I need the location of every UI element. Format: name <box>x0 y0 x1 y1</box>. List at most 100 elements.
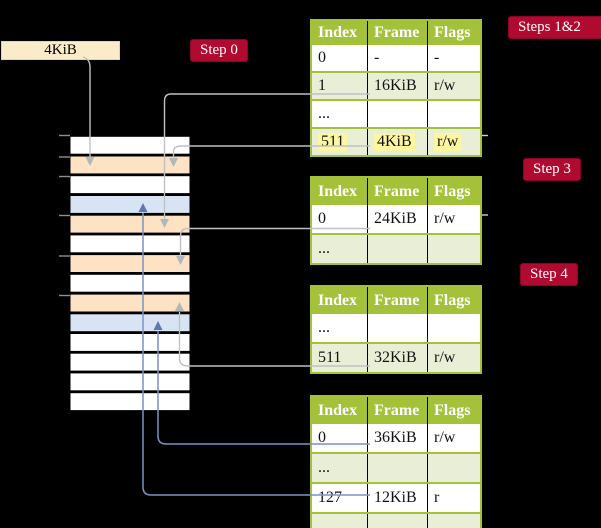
table-cell: 0 <box>318 49 326 66</box>
memory-frame-row-12 <box>69 352 191 372</box>
memory-frame-row-14 <box>69 392 191 412</box>
table-cell <box>427 314 480 342</box>
table-cell <box>367 514 427 528</box>
table-cell: r <box>427 484 480 512</box>
table-cell <box>367 454 427 482</box>
table-row: 0 -- <box>312 45 480 73</box>
table-row: ... <box>312 454 480 484</box>
table-row: ... <box>312 514 480 528</box>
step-0-badge: Step 0 <box>190 39 248 62</box>
column-header-frame: Frame <box>367 21 427 45</box>
table-cell <box>427 454 480 482</box>
table-cell: ... <box>318 459 330 476</box>
table-cell: 24KiB <box>367 205 427 233</box>
table-cell: 1 <box>318 77 326 94</box>
column-header-index: Index <box>318 24 358 41</box>
table-cell: ... <box>318 105 330 122</box>
table-cell: ... <box>318 319 330 336</box>
frame-size-label: 4KiB <box>1 41 120 60</box>
table-cell: ... <box>318 240 330 257</box>
memory-frame-row-11 <box>69 333 191 352</box>
memory-frame-row-2 <box>69 155 191 175</box>
arrowhead-mida-index0 <box>176 256 185 265</box>
table-cell: 36KiB <box>367 424 427 452</box>
arrowhead-4kib-label <box>85 157 95 166</box>
column-header-index: Index <box>318 291 358 309</box>
column-header-flags: Flags <box>427 21 480 45</box>
table-cell: - <box>367 45 427 71</box>
physical-memory-strip <box>69 135 191 412</box>
table-cell: 0 <box>318 429 326 446</box>
column-header-flags: Flags <box>427 178 480 205</box>
frame-boundary-ticks <box>59 134 70 297</box>
memory-frame-row-4 <box>69 195 191 214</box>
table-cell: 4KiB <box>367 129 427 155</box>
table-cell: r/w <box>427 73 480 99</box>
steps-1-2-badge: Steps 1&2 <box>508 16 601 39</box>
arrow-4kib-label-to-frame <box>82 56 91 157</box>
table-row: ... <box>312 235 480 263</box>
table-cell <box>367 235 427 263</box>
column-header-frame: Frame <box>367 397 427 424</box>
memory-frame-row-13 <box>69 372 191 392</box>
table-row: ... <box>312 314 480 344</box>
table-row: 511 4KiB r/w <box>312 129 480 155</box>
table-cell: r/w <box>427 205 480 233</box>
table-cell: 511 <box>312 129 367 155</box>
step-3-badge: Step 3 <box>523 158 581 181</box>
column-header-flags: Flags <box>427 397 480 424</box>
memory-frame-row-9 <box>69 293 191 313</box>
table-cell: 12KiB <box>367 484 427 512</box>
table-cell: r/w <box>427 129 480 155</box>
table-cell: 127 <box>318 489 342 506</box>
table-cell: r/w <box>427 344 480 372</box>
column-header-frame: Frame <box>367 178 427 205</box>
memory-frame-row-10 <box>69 313 191 333</box>
column-header-frame: Frame <box>367 287 427 314</box>
table-cell <box>427 101 480 127</box>
highlighted-value: r/w <box>434 133 462 151</box>
arrowhead-root-index1 <box>160 219 169 228</box>
table-cell: 32KiB <box>367 344 427 372</box>
table-cell <box>367 314 427 342</box>
step-4-badge: Step 4 <box>520 263 578 286</box>
table-cell <box>367 101 427 127</box>
memory-frame-row-7 <box>69 254 191 274</box>
column-header-index: Index <box>318 182 358 200</box>
arrowhead-midb-index511 <box>175 302 184 311</box>
table-cell: - <box>427 45 480 71</box>
memory-frame-row-6 <box>69 234 191 254</box>
highlighted-value: 511 <box>318 133 348 151</box>
highlighted-value: 4KiB <box>374 133 415 151</box>
column-header-flags: Flags <box>427 287 480 314</box>
arrowhead-leaf-index0 <box>153 321 163 330</box>
arrowhead-leaf-index127 <box>138 203 148 212</box>
arrowhead-root-index511 <box>169 158 178 167</box>
table-row: ... <box>312 101 480 129</box>
memory-frame-row-8 <box>69 273 191 293</box>
table-cell: 0 <box>318 210 326 227</box>
table-cell: 511 <box>318 349 342 366</box>
column-header-index: Index <box>318 401 358 419</box>
table-cell: 16KiB <box>367 73 427 99</box>
memory-frame-row-3 <box>69 175 191 195</box>
table-cell <box>427 235 480 263</box>
table-cell: ... <box>318 519 330 528</box>
memory-frame-row-1 <box>69 135 191 155</box>
memory-frame-row-5 <box>69 214 191 234</box>
